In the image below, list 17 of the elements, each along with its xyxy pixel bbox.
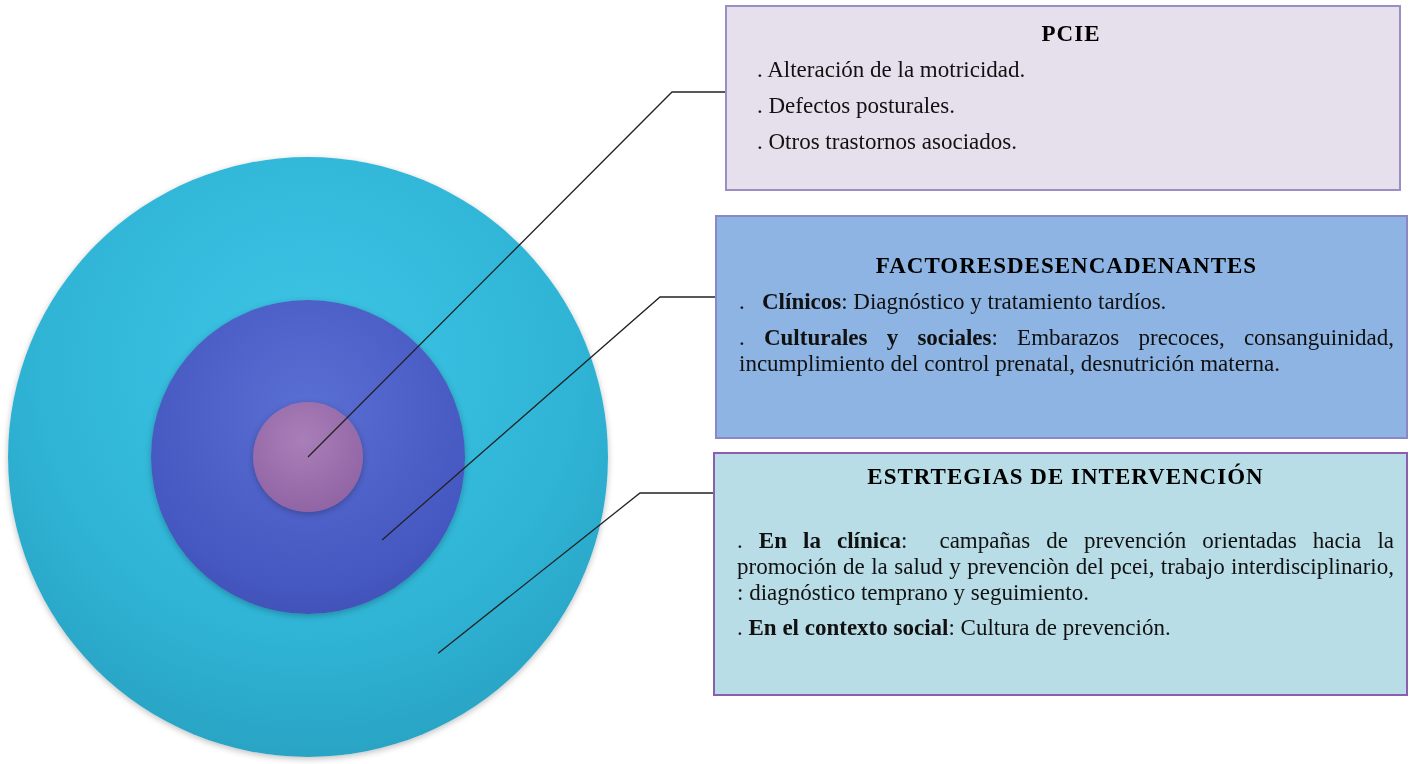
bullet-text: . En la clínica: campañas de prevención orientadas hacia la promoción de la salud y prevenciòn del pcei, trabajo interdisciplinario, : diagnóstico temprano y seguimiento. xyxy=(737,528,1394,606)
info-box xyxy=(725,5,1401,191)
info-box xyxy=(713,452,1408,696)
bullet-text: . Defectos posturales. xyxy=(757,92,956,119)
info-box xyxy=(715,215,1408,439)
bullet-text: . Clínicos: Diagnóstico y tratamiento tardíos. xyxy=(739,289,1168,315)
bullet-text: . Otros trastornos asociados. xyxy=(757,128,1018,155)
box-heading: PCIE xyxy=(1040,21,1102,47)
bullet-text: . En el contexto social: Cultura de prevención. xyxy=(737,615,1172,641)
bullet-text: . Alteración de la motricidad. xyxy=(757,57,1027,83)
leader-line xyxy=(381,296,716,541)
bullet-text: . Culturales y sociales: Embarazos precoces, consanguinidad, incumplimiento del control prenatal, desnutrición materna. xyxy=(739,324,1394,377)
leader-line xyxy=(307,91,726,458)
inner-circle xyxy=(253,402,363,512)
leader-line xyxy=(437,492,714,654)
box-heading: ESTRTEGIAS DE INTERVENCIÓN xyxy=(866,464,1265,490)
box-heading: FACTORESDESENCADENANTES xyxy=(874,253,1259,279)
